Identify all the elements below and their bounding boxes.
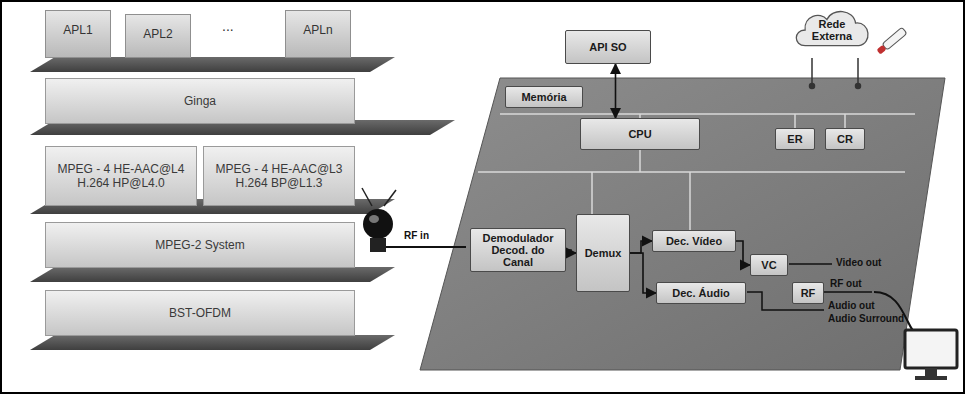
remote-control xyxy=(876,27,907,55)
node-text: APLn xyxy=(303,23,332,37)
application-box: APL2 xyxy=(125,14,191,58)
node-text: Ginga xyxy=(184,94,216,108)
modulation-layer: BST-OFDM xyxy=(45,290,355,336)
signal-connector xyxy=(615,64,617,118)
port-label: Audio Surround xyxy=(828,313,904,324)
node-text: RF xyxy=(801,287,816,299)
node-text: Dec. Áudio xyxy=(672,287,729,299)
node-text: ER xyxy=(787,133,802,145)
transport-layer: MPEG-2 System xyxy=(45,222,355,268)
receiver-board xyxy=(420,78,945,370)
bus-lines xyxy=(478,114,915,230)
rf-block: RF xyxy=(792,282,824,304)
codec-layer: MPEG - 4 HE-AAC@L4H.264 HP@L4.0 xyxy=(45,146,197,206)
node-text: CR xyxy=(837,133,853,145)
application-box: APLn xyxy=(285,10,351,58)
cr-block: CR xyxy=(825,128,865,150)
node-text: Dec. Vídeo xyxy=(666,235,722,247)
signal-connector xyxy=(630,253,656,293)
signal-connector xyxy=(566,250,576,253)
signal-connector xyxy=(630,241,652,253)
port-label: Video out xyxy=(836,257,881,268)
demodulator-block: Demodulador Decod. do Canal xyxy=(470,228,566,272)
node-text: H.264 BP@L1.3 xyxy=(236,176,323,190)
codec-layer: MPEG - 4 HE-AAC@L3H.264 BP@L1.3 xyxy=(203,146,355,206)
node-text: Demux xyxy=(585,247,622,259)
middleware-layer: Ginga xyxy=(45,78,355,124)
signal-connector xyxy=(736,241,750,265)
memory-block: Memória xyxy=(505,86,583,108)
node-text: VC xyxy=(761,259,776,271)
audio-decoder: Dec. Áudio xyxy=(656,282,746,304)
node-text: Memória xyxy=(521,91,566,103)
node-text: CPU xyxy=(628,128,651,140)
port-label: Audio out xyxy=(828,300,875,311)
node-text: API SO xyxy=(589,41,626,53)
api-box: API SO xyxy=(565,30,651,64)
layer-plates xyxy=(30,57,455,350)
er-block: ER xyxy=(775,128,815,150)
tv-set xyxy=(905,330,957,380)
port-label: RF in xyxy=(404,230,429,241)
application-box: APL1 xyxy=(45,10,111,58)
node-text: MPEG - 4 HE-AAC@L3 xyxy=(216,162,343,176)
node-text: APL1 xyxy=(63,23,92,37)
node-text: Demodulador Decod. do Canal xyxy=(476,232,560,268)
cpu-block: CPU xyxy=(580,118,700,150)
node-text: APL2 xyxy=(143,27,172,41)
ellipsis: ... xyxy=(222,18,234,34)
video-decoder: Dec. Vídeo xyxy=(652,230,736,252)
demux-block: Demux xyxy=(576,214,630,292)
network-cloud: Rede Externa xyxy=(790,4,874,56)
node-text: H.264 HP@L4.0 xyxy=(77,176,165,190)
node-text: BST-OFDM xyxy=(169,306,231,320)
network-wires xyxy=(810,58,861,89)
node-text: Rede Externa xyxy=(800,18,864,42)
node-text: MPEG-2 System xyxy=(155,238,244,252)
node-text: MPEG - 4 HE-AAC@L4 xyxy=(58,162,185,176)
port-label: RF out xyxy=(830,278,862,289)
antenna xyxy=(362,188,466,252)
vc-block: VC xyxy=(750,254,788,276)
